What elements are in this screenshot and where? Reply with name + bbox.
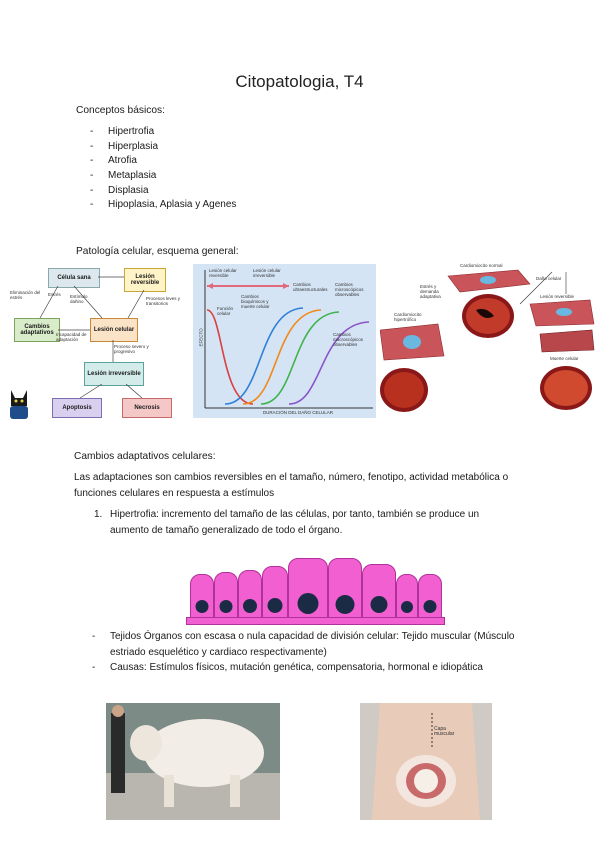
label-cambios-microscopicos: Cambios microscópicos observables	[335, 282, 364, 297]
box-apoptosis: Apoptosis	[52, 398, 102, 418]
bullet2-dash: -	[92, 662, 96, 673]
page-title: Citopatologia, T4	[235, 72, 364, 91]
item1-hipertrofia-text: Hipertrofia: incremento del tamaño de la…	[110, 509, 480, 536]
cell	[418, 574, 442, 618]
nucleus	[370, 596, 388, 613]
label-estres: Estrés	[48, 292, 61, 297]
nucleus	[335, 595, 355, 614]
box-cambios-adaptativos: Cambios adaptativos	[14, 318, 60, 342]
hypertrophic-heart-section-photo: Capa muscular	[360, 703, 492, 820]
nucleus	[219, 600, 233, 613]
list-item: Atrofia	[90, 155, 236, 170]
cell	[396, 574, 418, 618]
cardiomyocyte-illustrations	[380, 269, 595, 412]
cell-injury-effect-graph: EFECTO DURACIÓN DEL DAÑO CELULAR Lesión …	[193, 264, 376, 418]
cat-icon	[10, 390, 28, 419]
basement-layer	[186, 617, 445, 625]
section-adapt-heading: Cambios adaptativos celulares:	[74, 451, 216, 462]
label-funcion-celular: Función celular	[217, 306, 234, 316]
cell	[288, 558, 328, 618]
adaptations-paragraph: Las adaptaciones son cambios reversibles…	[74, 472, 509, 499]
cell	[238, 570, 262, 618]
label-cambios-bioquimicos: Cambios bioquímicos y muerte celular	[241, 294, 270, 309]
cell	[262, 566, 288, 618]
effect-curves	[204, 270, 373, 409]
section-basic-heading: Conceptos básicos:	[76, 105, 165, 116]
hypertrophy-cells-illustration	[186, 558, 445, 625]
list-item: Hipoplasia, Aplasia y Agenes	[90, 199, 236, 214]
graph-xlabel: DURACIÓN DEL DAÑO CELULAR	[262, 410, 334, 415]
label-procesos: Procesos leves y transitorios	[146, 296, 181, 306]
nucleus	[195, 600, 209, 613]
label-capa-muscular: Capa muscular	[434, 726, 455, 737]
list-item: Metaplasia	[90, 170, 236, 185]
list-item: Displasia	[90, 185, 236, 200]
label-estres-demanda: Estrés y demanda adaptativa	[420, 284, 441, 299]
label-incapacidad: Incapacidad de adaptación	[56, 332, 87, 342]
nucleus	[401, 601, 413, 613]
cell	[328, 558, 362, 618]
nucleus	[267, 598, 283, 613]
cell	[214, 572, 238, 618]
label-cambios-macroscopicos: Cambios macroscópicos observables	[333, 332, 364, 347]
nucleus	[297, 593, 319, 614]
label-cardiomiocito-normal: Cardiomiocito normal	[460, 263, 503, 268]
label-estimulo: Estímulo dañino	[70, 294, 88, 304]
bull-illustration	[106, 703, 280, 820]
bullet2-text: Causas: Estímulos físicos, mutación gené…	[110, 662, 483, 673]
bullet1-text: Tejidos Órganos con escasa o nula capaci…	[110, 631, 515, 658]
box-lesion-reversible: Lesión reversible	[124, 268, 166, 292]
cell-row	[186, 558, 445, 618]
label-cardiomiocito-hipertrofico: Cardiomiocito hipertrófico	[394, 312, 422, 322]
label-proceso-severo: Proceso severo y progresivo	[114, 344, 149, 354]
cell-pathology-flow-diagram: Célula sana Lesión reversible Cambios ad…	[10, 264, 190, 422]
box-lesion-irreversible: Lesión irreversible	[84, 362, 144, 386]
nucleus	[243, 599, 257, 613]
bullet1-dash: -	[92, 631, 96, 642]
heart-section-illustration	[360, 703, 492, 820]
label-dano-celular: Daño celular	[536, 276, 562, 281]
list-item: Hipertrofia	[90, 126, 236, 141]
section-scheme-heading: Patología celular, esquema general:	[76, 246, 239, 257]
label-lesion-reversible-heart: Lesión reversible	[540, 294, 575, 299]
box-necrosis: Necrosis	[122, 398, 172, 418]
basic-concepts-list: Hipertrofia Hiperplasia Atrofia Metaplas…	[90, 126, 236, 214]
label-muerte-celular: Muerte celular	[550, 356, 579, 361]
flow-arrows	[39, 276, 145, 399]
box-lesion-celular: Lesión celular	[90, 318, 138, 342]
label-lesion-reversible: Lesión celular reversible	[209, 268, 237, 278]
cell	[190, 574, 214, 618]
hypertrophic-bull-photo	[106, 703, 280, 820]
label-cambios-ultraestructurales: Cambios ultraestructurales	[293, 282, 328, 292]
label-lesion-irreversible: Lesión celular irreversible	[253, 268, 281, 278]
nucleus	[423, 600, 437, 613]
box-celula-sana: Célula sana	[48, 268, 100, 288]
item1-number: 1.	[94, 509, 103, 520]
list-item: Hiperplasia	[90, 141, 236, 156]
cell	[362, 564, 396, 618]
label-eliminacion: Eliminación del estrés	[10, 290, 41, 300]
cardiomyocyte-adaptation-figure: Cardiomiocito normal Daño celular Estrés…	[380, 263, 598, 414]
graph-ylabel: EFECTO	[198, 328, 204, 347]
